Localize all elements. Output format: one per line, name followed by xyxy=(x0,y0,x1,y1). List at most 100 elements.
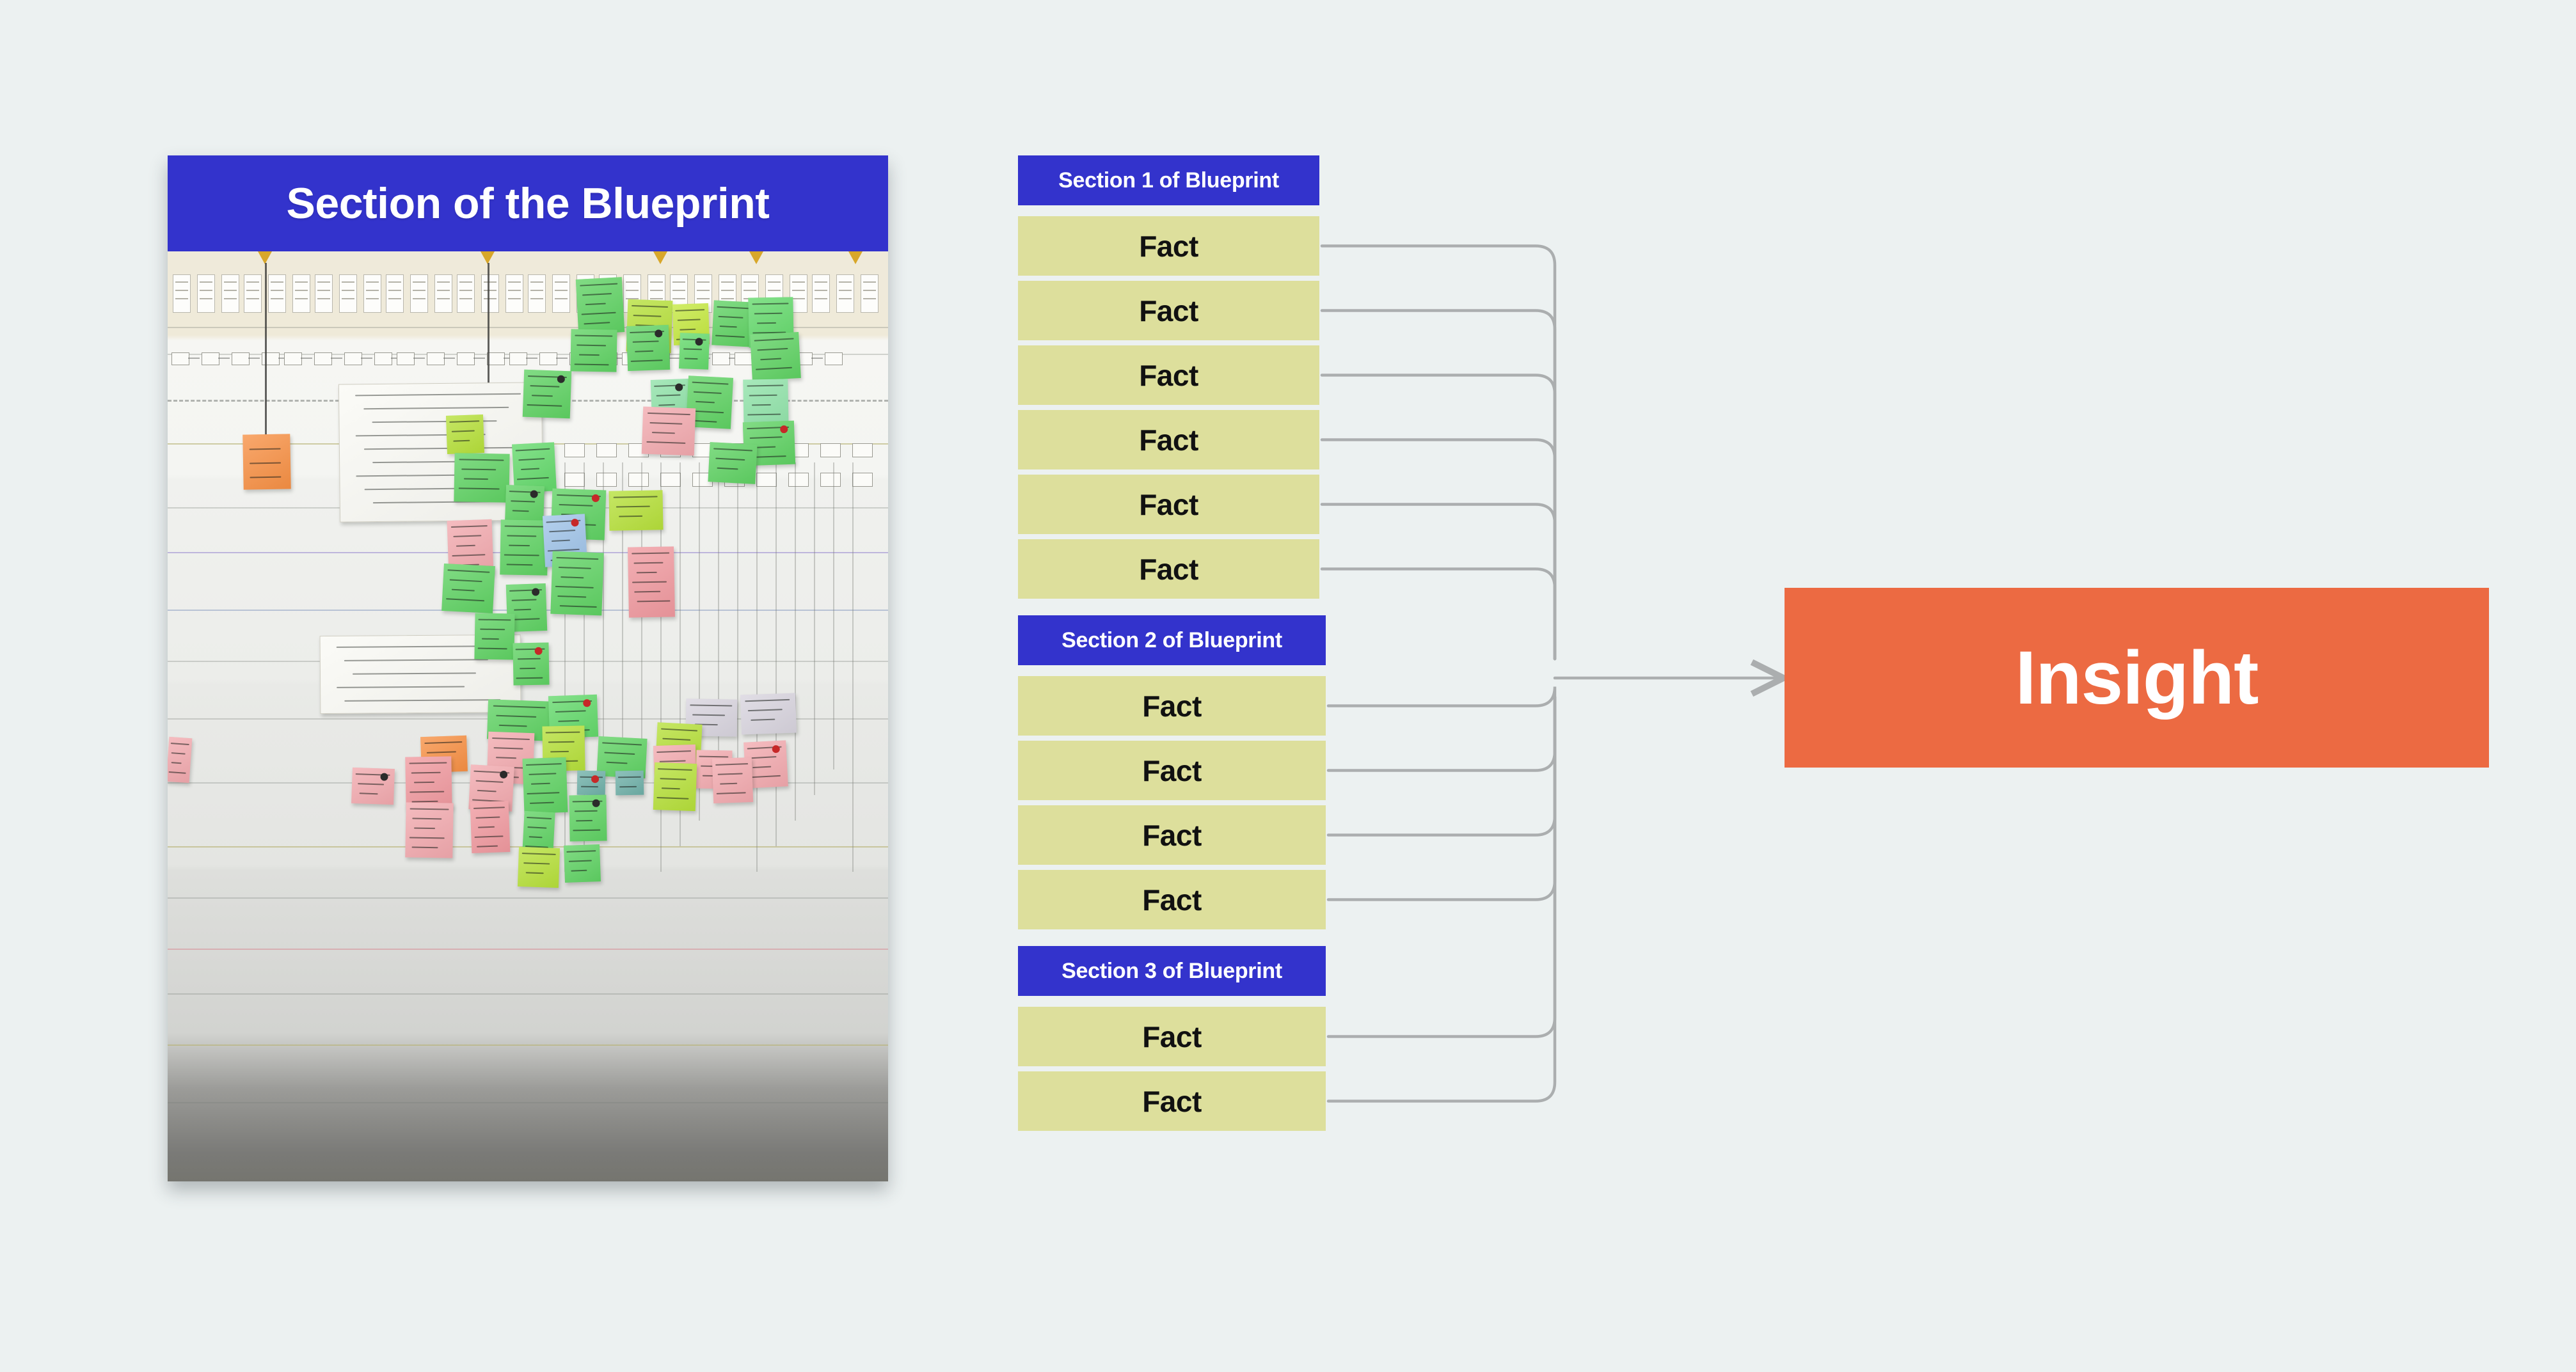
blueprint-sticky-note xyxy=(740,693,797,735)
blueprint-flow-node xyxy=(344,352,362,365)
section-header-1[interactable]: Section 1 of Blueprint xyxy=(1018,155,1319,205)
blueprint-sticky-note xyxy=(405,756,452,809)
blueprint-flow-node xyxy=(314,352,332,365)
fact-box[interactable]: Fact xyxy=(1018,676,1326,736)
blueprint-sticky-note xyxy=(642,407,696,456)
blueprint-flow-node xyxy=(712,352,730,365)
fact-box[interactable]: Fact xyxy=(1018,1071,1326,1131)
fact-label: Fact xyxy=(1139,487,1198,522)
blueprint-flow-link xyxy=(775,462,777,846)
blueprint-flow-link xyxy=(811,358,823,359)
blueprint-swimlane xyxy=(168,1102,888,1103)
blueprint-sticky-note xyxy=(569,794,607,841)
blueprint-flow-node xyxy=(825,352,843,365)
blueprint-flow-link xyxy=(301,358,312,359)
blueprint-sticky-note xyxy=(441,564,495,613)
blueprint-mini-card xyxy=(221,274,239,313)
blueprint-photo-image xyxy=(168,251,888,1181)
blueprint-sticky-note xyxy=(616,771,644,796)
blueprint-flow-link xyxy=(852,462,854,872)
fact-box[interactable]: Fact xyxy=(1018,870,1326,929)
blueprint-mini-card xyxy=(836,274,854,313)
blueprint-sticky-note xyxy=(518,847,560,888)
blueprint-mini-card xyxy=(457,274,475,313)
blueprint-sticky-note xyxy=(242,434,290,489)
blueprint-mini-card xyxy=(292,274,310,313)
blueprint-flow-node xyxy=(232,352,250,365)
fact-connector xyxy=(1322,440,1555,659)
blueprint-flow-node xyxy=(820,473,841,487)
fact-box[interactable]: Fact xyxy=(1018,345,1319,405)
blueprint-photo-title-bar: Section of the Blueprint xyxy=(168,155,888,251)
blueprint-mini-card xyxy=(386,274,404,313)
fact-box[interactable]: Fact xyxy=(1018,216,1319,276)
fact-box[interactable]: Fact xyxy=(1018,475,1319,534)
blueprint-sticky-note xyxy=(446,414,484,454)
section-header-3[interactable]: Section 3 of Blueprint xyxy=(1018,946,1326,996)
blueprint-flow-node xyxy=(596,443,617,457)
blueprint-sticky-note xyxy=(750,332,801,381)
fact-label: Fact xyxy=(1142,689,1202,723)
blueprint-sticky-note xyxy=(576,277,624,335)
blueprint-flow-link xyxy=(361,358,372,359)
fact-box[interactable]: Fact xyxy=(1018,1007,1326,1066)
fact-label: Fact xyxy=(1139,552,1198,587)
blueprint-flow-node xyxy=(596,473,617,487)
blueprint-mini-card xyxy=(315,274,333,313)
fact-box[interactable]: Fact xyxy=(1018,741,1326,800)
blueprint-flow-link xyxy=(737,462,738,769)
fact-box[interactable]: Fact xyxy=(1018,410,1319,469)
blueprint-flow-link xyxy=(188,358,200,359)
fact-connector xyxy=(1328,697,1555,771)
fact-label: Fact xyxy=(1142,1084,1202,1119)
fact-connector xyxy=(1328,697,1555,1101)
fact-box[interactable]: Fact xyxy=(1018,539,1319,599)
blueprint-sticky-note xyxy=(474,613,514,659)
blueprint-mini-card xyxy=(812,274,830,313)
blueprint-thread xyxy=(265,263,267,436)
section-header-label: Section 2 of Blueprint xyxy=(1061,628,1282,653)
blueprint-flow-node xyxy=(852,473,873,487)
blueprint-flow-link xyxy=(756,462,758,872)
blueprint-flow-node xyxy=(509,352,527,365)
fact-box[interactable]: Fact xyxy=(1018,805,1326,865)
blueprint-sticky-note xyxy=(712,300,754,347)
blueprint-flow-link xyxy=(795,462,796,821)
blueprint-flow-link xyxy=(814,462,815,795)
blueprint-flow-link xyxy=(669,358,680,359)
fact-connector xyxy=(1322,569,1555,659)
blueprint-flow-link xyxy=(413,358,425,359)
blueprint-sticky-note xyxy=(564,844,601,883)
blueprint-flow-link xyxy=(248,358,260,359)
fact-label: Fact xyxy=(1139,358,1198,393)
sections-column: Section 1 of BlueprintFactFactFactFactFa… xyxy=(1018,155,1332,1211)
fact-connector xyxy=(1328,697,1555,900)
insight-box[interactable]: Insight xyxy=(1785,588,2489,768)
blueprint-swimlane xyxy=(168,1045,888,1046)
blueprint-flow-link xyxy=(443,358,455,359)
blueprint-sticky-note xyxy=(500,519,548,575)
fact-label: Fact xyxy=(1142,818,1202,853)
blueprint-flow-node xyxy=(628,473,649,487)
fact-connector xyxy=(1322,311,1555,659)
fact-box[interactable]: Fact xyxy=(1018,281,1319,340)
section-header-label: Section 3 of Blueprint xyxy=(1061,959,1282,984)
blueprint-flow-node xyxy=(788,473,809,487)
blueprint-mini-card xyxy=(339,274,357,313)
blueprint-sticky-note xyxy=(628,546,675,617)
blueprint-flow-link xyxy=(526,358,537,359)
blueprint-flow-node xyxy=(374,352,392,365)
blueprint-thread xyxy=(488,263,489,391)
blueprint-mini-card xyxy=(410,274,428,313)
blueprint-mini-card xyxy=(197,274,215,313)
blueprint-swimlane xyxy=(168,949,888,950)
section-header-2[interactable]: Section 2 of Blueprint xyxy=(1018,615,1326,665)
fact-label: Fact xyxy=(1142,753,1202,788)
blueprint-mini-card xyxy=(363,274,381,313)
blueprint-mini-card xyxy=(173,274,191,313)
fact-connector xyxy=(1328,687,1555,706)
blueprint-photo-card: Section of the Blueprint xyxy=(168,155,888,1181)
blueprint-pin xyxy=(653,251,667,264)
section-header-label: Section 1 of Blueprint xyxy=(1058,168,1279,193)
